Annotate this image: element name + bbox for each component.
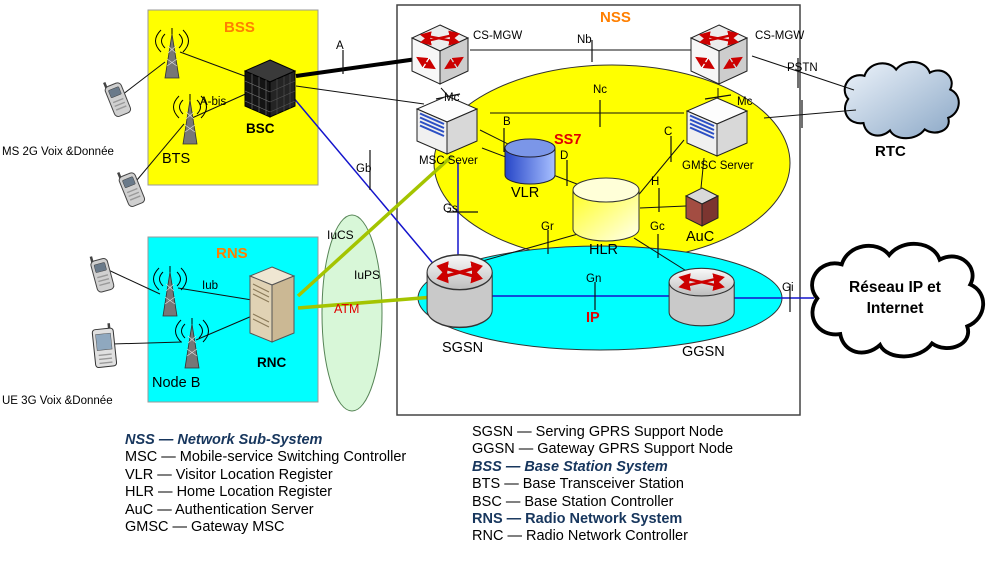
connection-lines: [103, 40, 857, 345]
node-label-csmgw-left: CS-MGW: [473, 30, 523, 42]
rns-title: RNS: [216, 245, 248, 262]
atm-label: ATM: [334, 302, 360, 316]
nss-title: NSS: [600, 9, 631, 26]
node-label-bts: BTS: [162, 151, 191, 167]
legend-item-auc: AuC — Authentication Server: [125, 501, 314, 518]
rnc-icon: [248, 266, 296, 343]
node-label-rnc: RNC: [257, 355, 287, 370]
mobile-phone-icon: [88, 252, 116, 294]
mobile-phone-icon: [101, 76, 133, 119]
legend-item-rns: RNS — Radio Network System: [472, 511, 683, 528]
hlr-database-icon: [572, 177, 640, 242]
vlr-database-icon: [504, 138, 556, 185]
node-label-csmgw-right: CS-MGW: [755, 30, 805, 42]
interface-label-a: A: [336, 40, 344, 52]
interface-label-b: B: [503, 116, 511, 128]
interface-label-mc-left: Mc: [444, 92, 460, 104]
interface-label-d: D: [560, 150, 569, 162]
interface-label-iups: IuPS: [354, 268, 381, 282]
mobile-phone-icon: [115, 166, 147, 209]
node-label-hlr: HLR: [589, 242, 619, 258]
legend-item-sgsn: SGSN — Serving GPRS Support Node: [472, 424, 724, 440]
legend-left-column: NSS — Network Sub-System MSC — Mobile-se…: [125, 432, 406, 536]
bsc-icon: [243, 59, 297, 118]
legend-item-vlr: VLR — Visitor Location Register: [125, 466, 333, 483]
auc-box-icon: [684, 187, 720, 227]
node-label-auc: AuC: [686, 229, 715, 245]
legend-item-gmsc: GMSC — Gateway MSC: [125, 519, 285, 536]
interface-label-gr: Gr: [541, 221, 554, 233]
sgsn-router-icon: [427, 255, 492, 328]
interface-label-iucs: IuCS: [327, 228, 354, 242]
interface-label-gn: Gn: [586, 273, 602, 285]
node-label-ggsn: GGSN: [682, 344, 725, 360]
node-label-rtc: RTC: [875, 143, 906, 160]
ss7-label: SS7: [554, 132, 582, 148]
internet-cloud-line2: Internet: [866, 299, 924, 317]
node-label-bsc: BSC: [246, 121, 275, 136]
interface-label-gb: Gb: [356, 163, 372, 175]
cs-mgw-switch-icon: [412, 25, 468, 84]
legend-item-bsc: BSC — Base Station Controller: [472, 493, 674, 510]
internet-cloud: [810, 241, 986, 359]
caption-ms-2g: MS 2G Voix &Donnée: [2, 146, 114, 158]
legend-item-ggsn: GGSN — Gateway GPRS Support Node: [472, 441, 734, 458]
legend-right-column: SGSN — Serving GPRS Support Node GGSN — …: [472, 424, 733, 546]
node-label-msc: MSC Sever: [419, 155, 478, 167]
ggsn-router-icon: [669, 268, 734, 326]
node-label-nodeb: Node B: [152, 375, 201, 391]
interface-label-c: C: [664, 126, 673, 138]
interface-label-nb: Nb: [577, 34, 592, 46]
node-label-sgsn: SGSN: [442, 340, 484, 356]
node-label-vlr: VLR: [511, 185, 540, 201]
internet-cloud-label: Réseau IP et Internet: [814, 278, 976, 320]
interface-label-iub: Iub: [202, 280, 218, 292]
ip-label: IP: [586, 310, 600, 326]
interface-label-gs: Gs: [443, 203, 458, 215]
legend-item-rnc: RNC — Radio Network Controller: [472, 528, 688, 545]
legend-item-hlr: HLR — Home Location Register: [125, 484, 333, 501]
network-diagram: [88, 4, 986, 416]
internet-cloud-line1: Réseau IP et: [849, 279, 941, 296]
legend-item-bss: BSS — Base Station System: [472, 458, 668, 475]
bss-title: BSS: [224, 19, 255, 36]
atm-ellipse: [321, 214, 383, 412]
msc-server-icon: [416, 95, 478, 155]
interface-label-gi: Gi: [782, 282, 794, 294]
interface-label-h: H: [651, 176, 660, 188]
interface-label-mc-right: Mc: [737, 96, 753, 108]
interface-label-nc: Nc: [593, 84, 608, 96]
rtc-cloud: [843, 61, 960, 140]
cs-mgw-switch-icon: [691, 25, 747, 84]
interface-label-gc: Gc: [650, 221, 665, 233]
interface-label-pstn: PSTN: [787, 62, 818, 74]
caption-ue-3g: UE 3G Voix &Donnée: [2, 395, 113, 407]
legend-item-msc: MSC — Mobile-service Switching Controlle…: [125, 449, 407, 466]
legend-item-nss: NSS — Network Sub-System: [125, 432, 323, 448]
interface-label-abis: A-bis: [200, 96, 227, 108]
legend-item-bts: BTS — Base Transceiver Station: [472, 476, 684, 493]
node-label-gmsc: GMSC Server: [682, 160, 754, 172]
ue-3g-phone-icon: [90, 322, 118, 369]
